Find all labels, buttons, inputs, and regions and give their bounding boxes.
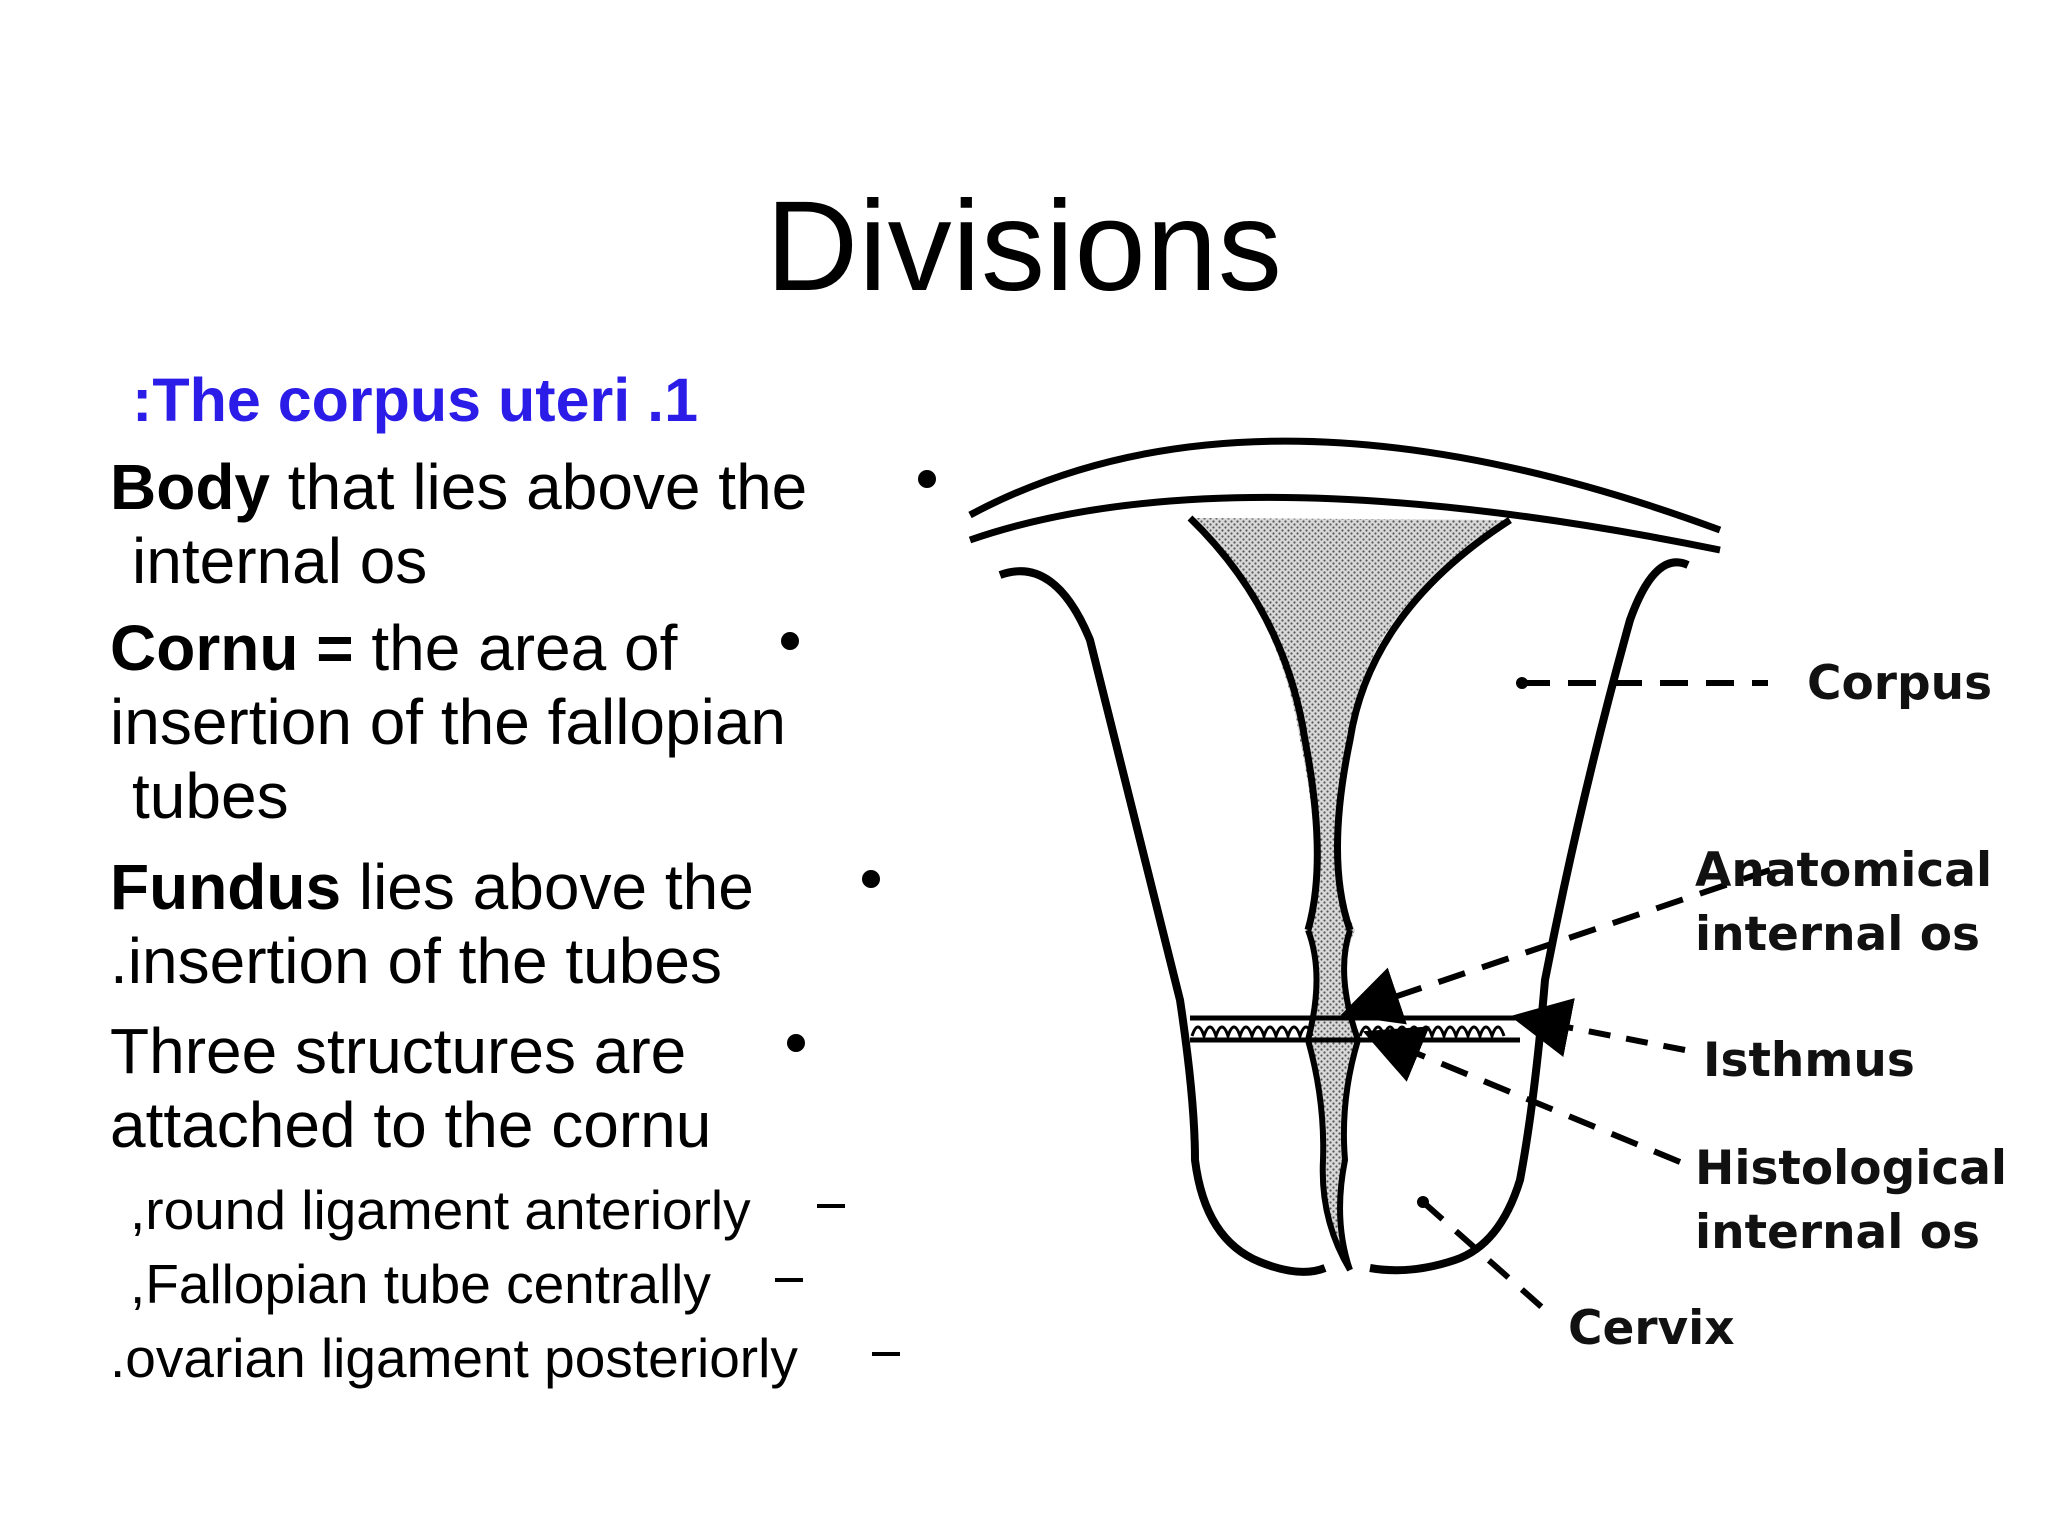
bullet-dot <box>862 870 880 888</box>
bullet-body-text: that lies above the <box>270 451 808 523</box>
bullet-dot <box>918 470 936 488</box>
dash-mark <box>775 1278 803 1282</box>
label-corpus: Corpus <box>1807 656 1993 711</box>
cervical-canal-left <box>1304 928 1353 1272</box>
bullet-fundus-line-2: .insertion of the tubes <box>110 925 722 997</box>
cavity-left-wall <box>1187 515 1321 931</box>
isthmus-pointer <box>1510 998 1686 1057</box>
bullet-fundus: Fundus lies above the .insertion of the … <box>110 850 754 998</box>
fundus-outer-curve <box>968 437 1722 534</box>
bullet-body: Body that lies above the internal os <box>110 450 807 598</box>
label-histological-line-1: Histological <box>1695 1141 2008 1196</box>
sub-item-round-ligament: ,round ligament anteriorly <box>130 1179 751 1241</box>
bullet-cornu-line-2: insertion of the fallopian <box>110 686 786 758</box>
bullet-structures-line-1: Three structures are <box>110 1015 687 1087</box>
slide-title: Divisions <box>765 175 1283 318</box>
section-heading: :The corpus uteri .1 <box>132 366 699 434</box>
bullet-cornu: Cornu = the area of insertion of the fal… <box>110 611 786 833</box>
uterus-diagram: Corpus Anatomical internal os Isthmus Hi… <box>930 400 2040 1380</box>
bullet-fundus-text: lies above the <box>341 851 754 923</box>
uterus-section-diagram-icon <box>968 437 1771 1313</box>
bullet-structures-line-2: attached to the cornu <box>110 1089 712 1161</box>
label-isthmus: Isthmus <box>1703 1033 1915 1088</box>
fundus-inner-curve <box>968 493 1721 554</box>
label-anatomical-line-1: Anatomical <box>1695 843 1993 898</box>
bullet-body-line-2: internal os <box>132 525 428 597</box>
bullet-fundus-term: Fundus <box>110 851 342 923</box>
uterus-right-wall <box>1369 558 1690 1275</box>
dash-mark <box>817 1204 845 1208</box>
label-cervix: Cervix <box>1568 1301 1735 1356</box>
cervix-pointer <box>1421 1199 1547 1313</box>
bullet-structures: Three structures are attached to the cor… <box>110 1014 711 1162</box>
bullet-dot <box>787 1034 805 1052</box>
uterine-cavity <box>1190 518 1510 1270</box>
label-anatomical-line-2: internal os <box>1695 907 1981 962</box>
bullet-cornu-term: Cornu = <box>110 612 354 684</box>
bullet-body-line-1: Body that lies above the <box>110 450 807 524</box>
label-histological-line-2: internal os <box>1695 1205 1981 1260</box>
histological-os-pointer <box>1362 1026 1682 1165</box>
cavity-right-wall <box>1334 517 1512 932</box>
sub-item-fallopian-tube: ,Fallopian tube centrally <box>130 1253 711 1315</box>
bullet-fundus-line-1: Fundus lies above the <box>110 850 754 924</box>
bullet-cornu-line-1: Cornu = the area of <box>110 611 786 685</box>
bullet-cornu-line-3: tubes <box>132 760 289 832</box>
bullet-dot <box>781 632 799 650</box>
sub-item-ovarian-ligament: .ovarian ligament posteriorly <box>110 1327 798 1389</box>
uterus-left-wall <box>998 567 1327 1276</box>
dash-mark <box>872 1352 900 1356</box>
bullet-cornu-text: the area of <box>353 612 678 684</box>
anatomical-os-pointer <box>1340 867 1771 1025</box>
bullet-body-term: Body <box>110 451 270 523</box>
